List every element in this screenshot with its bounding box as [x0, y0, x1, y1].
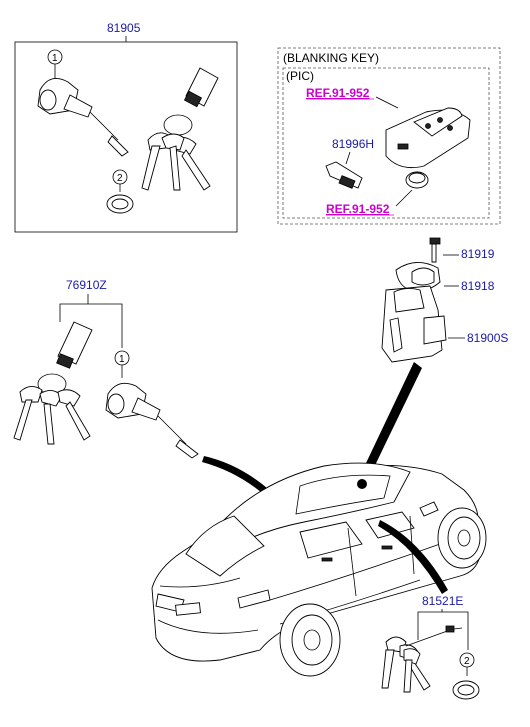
- blanking-key-group: (BLANKING KEY) (PIC) REF.91-952 81996H R: [277, 47, 501, 225]
- part-number-81918[interactable]: 81918: [461, 279, 495, 293]
- bracket-81521E: [417, 611, 469, 650]
- pic-label: (PIC): [286, 69, 314, 83]
- pointer-steering-lock: [358, 362, 422, 484]
- callout-2-bottom: 2: [459, 652, 475, 668]
- part-number-81905[interactable]: 81905: [107, 21, 141, 35]
- lock-cap-top: [106, 194, 134, 214]
- blanking-key-outer-box: [277, 47, 501, 225]
- blanking-key-title: (BLANKING KEY): [283, 51, 379, 65]
- svg-text:1: 1: [119, 354, 125, 365]
- lock-cap-bottom: [452, 680, 480, 700]
- bracket-76910Z: [59, 303, 123, 348]
- smart-key-fob: [385, 107, 471, 169]
- part-number-81996H[interactable]: 81996H: [332, 137, 374, 151]
- part-number-81919[interactable]: 81919: [461, 247, 495, 261]
- callout-1-top: 1: [47, 49, 63, 65]
- shear-bolt: [429, 237, 441, 263]
- kit-81521E-group: 81521E 2: [381, 594, 480, 700]
- svg-text:1: 1: [52, 53, 58, 64]
- coin-battery: [405, 171, 429, 189]
- fob-button-icon: [447, 125, 453, 131]
- callout-2-top: 2: [112, 169, 128, 185]
- steering-lock-group: 81919 81918 81900S: [358, 237, 508, 484]
- fob-button-icon: [425, 123, 431, 129]
- pointer-door-lock: [202, 456, 284, 508]
- kit-81905-group: 81905 1: [14, 21, 238, 233]
- pointer-trunk-lock: [378, 520, 448, 594]
- trunk-key-set: [381, 625, 463, 693]
- part-number-76910Z[interactable]: 76910Z: [66, 278, 107, 292]
- pic-inner-box: [282, 67, 490, 219]
- car-illustration: [151, 462, 487, 677]
- fob-button-icon: [437, 117, 443, 123]
- key-set-top: [141, 67, 219, 191]
- callout-1-left: 1: [114, 350, 130, 366]
- part-number-81900S[interactable]: 81900S: [467, 331, 508, 345]
- door-lock-cylinder-top: [37, 77, 129, 157]
- kit-81905-box: [14, 41, 238, 233]
- reference-battery[interactable]: REF.91-952: [326, 202, 390, 216]
- steering-lock-body: [381, 285, 447, 363]
- svg-text:2: 2: [117, 173, 123, 184]
- reference-fob[interactable]: REF.91-952: [306, 86, 370, 100]
- blank-key: [325, 161, 363, 189]
- door-lock-cylinder-left: [105, 382, 199, 459]
- lock-bracket: [395, 262, 441, 292]
- kit-76910Z-group: 76910Z 1: [13, 278, 284, 508]
- key-set-left: [13, 321, 93, 445]
- svg-text:2: 2: [464, 656, 470, 667]
- part-number-81521E[interactable]: 81521E: [422, 594, 463, 608]
